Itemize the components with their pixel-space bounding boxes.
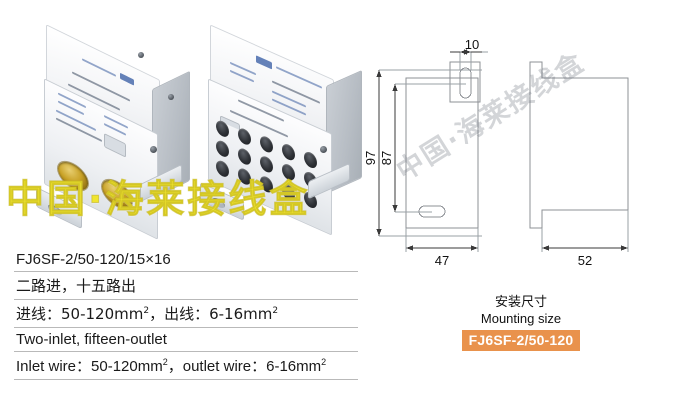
dimension-label-height-97: 97 <box>363 151 378 165</box>
wire-cn-sup1: 2 <box>143 306 150 316</box>
product-photo-outlet-view <box>196 24 366 238</box>
wire-en-part2: ，outlet wire：6-16mm <box>167 358 322 375</box>
wire-cn-part1: 进线：50-120mm <box>16 305 144 323</box>
wire-cn-sup2: 2 <box>272 306 279 316</box>
wire-en-part1: Inlet wire：50-120mm <box>16 358 163 375</box>
dimension-svg: 97 87 10 47 52 <box>363 40 629 268</box>
spec-row-config-cn: 二路进，十五路出 <box>14 272 358 300</box>
spec-row-config-en: Two-inlet, fifteen-outlet <box>14 328 358 352</box>
drawing-caption: 安装尺寸 Mounting size FJ6SF-2/50-120 <box>362 295 680 351</box>
product-photo-area: 中国·海莱接线盒 <box>0 24 362 243</box>
dimension-label-width-47: 47 <box>435 253 449 268</box>
spec-row-wire-en: Inlet wire：50-120mm2，outlet wire：6-16mm2 <box>14 352 358 380</box>
product-photo-inlet-view <box>18 24 198 240</box>
caption-cn: 安装尺寸 <box>494 295 547 310</box>
spec-row-model: FJ6SF-2/50-120/15×16 <box>14 248 358 272</box>
caption-en: Mounting size <box>480 310 562 326</box>
specification-list: FJ6SF-2/50-120/15×16 二路进，十五路出 进线：50-120m… <box>14 248 358 380</box>
wire-en-sup2: 2 <box>321 357 327 367</box>
mounting-dimension-drawing: 97 87 10 47 52 <box>362 40 680 295</box>
spec-row-wire-cn: 进线：50-120mm2，出线：6-16mm2 <box>14 300 358 328</box>
wire-en-sup1: 2 <box>162 357 168 367</box>
dimension-label-depth-52: 52 <box>578 253 592 268</box>
dimension-label-height-87: 87 <box>379 151 394 165</box>
dimension-label-slot-10: 10 <box>465 40 479 52</box>
model-badge: FJ6SF-2/50-120 <box>461 329 581 351</box>
wire-cn-part2: ，出线：6-16mm <box>149 305 273 323</box>
